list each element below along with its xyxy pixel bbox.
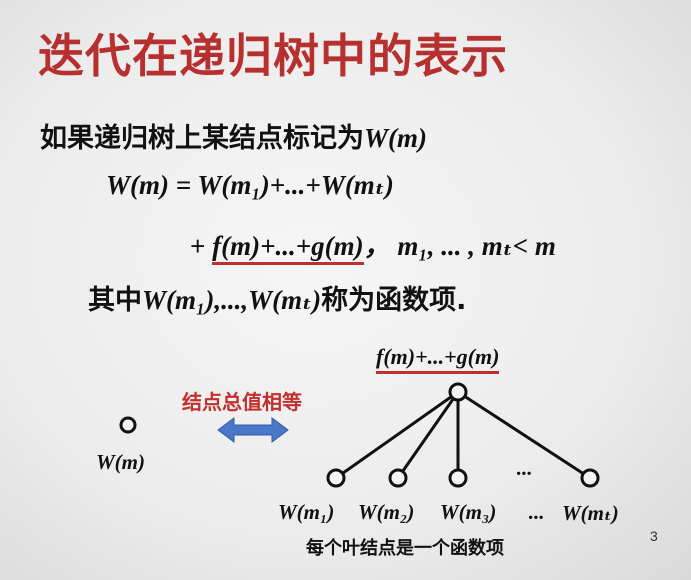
line3-prefix: 其中 <box>88 285 142 316</box>
edge-4 <box>457 390 591 480</box>
eq2-prefix: + <box>190 231 213 261</box>
root-node <box>448 382 468 402</box>
eq2-function-terms: f(m)+...+g(m) <box>212 231 364 265</box>
intro-line: 如果递归树上某结点标记为W(m) <box>40 116 427 155</box>
equal-value-label: 结点总值相等 <box>182 390 302 414</box>
leaf-node-3 <box>448 468 468 488</box>
leaf-label-ellipsis: ... <box>528 500 544 524</box>
slide-title: 迭代在递归树中的表示 <box>38 29 508 83</box>
intro-text: 如果递归树上某结点标记为 <box>40 123 364 154</box>
equation-line-2: + f(m)+...+g(m)， m₁, ... , mₜ< m <box>190 224 556 265</box>
leaf-node-2 <box>388 468 408 488</box>
page-number: 3 <box>650 528 658 544</box>
leaf-label-3: W(m₃) <box>440 500 497 524</box>
leaf-node-t <box>580 468 600 488</box>
function-term-line: 其中W(m₁),...,W(mₜ)称为函数项. <box>88 278 466 317</box>
tree-edges <box>335 390 591 480</box>
line3-suffix: 称为函数项. <box>321 285 467 316</box>
equation-line-1: W(m) = W(m₁)+...+W(mₜ) <box>106 170 394 200</box>
left-node-label: W(m) <box>96 450 145 474</box>
leaf-node-1 <box>326 468 346 488</box>
leaf-label-1: W(m₁) <box>278 500 335 524</box>
intro-math: W(m) <box>364 123 427 153</box>
double-arrow-icon <box>217 417 289 443</box>
ellipsis-between-leaves: ... <box>516 456 532 480</box>
eq2-suffix: ， m₁, ... , mₜ< m <box>363 231 556 261</box>
leaf-label-t: W(mₜ) <box>562 501 619 525</box>
leaf-label-2: W(m₂) <box>358 500 415 524</box>
edge-2 <box>396 391 460 479</box>
root-label: f(m)+...+g(m) <box>376 344 500 374</box>
left-node <box>119 416 137 434</box>
leaf-caption: 每个叶结点是一个函数项 <box>306 538 504 559</box>
edge-1 <box>335 390 459 480</box>
line3-math: W(m₁),...,W(mₜ) <box>142 285 322 315</box>
